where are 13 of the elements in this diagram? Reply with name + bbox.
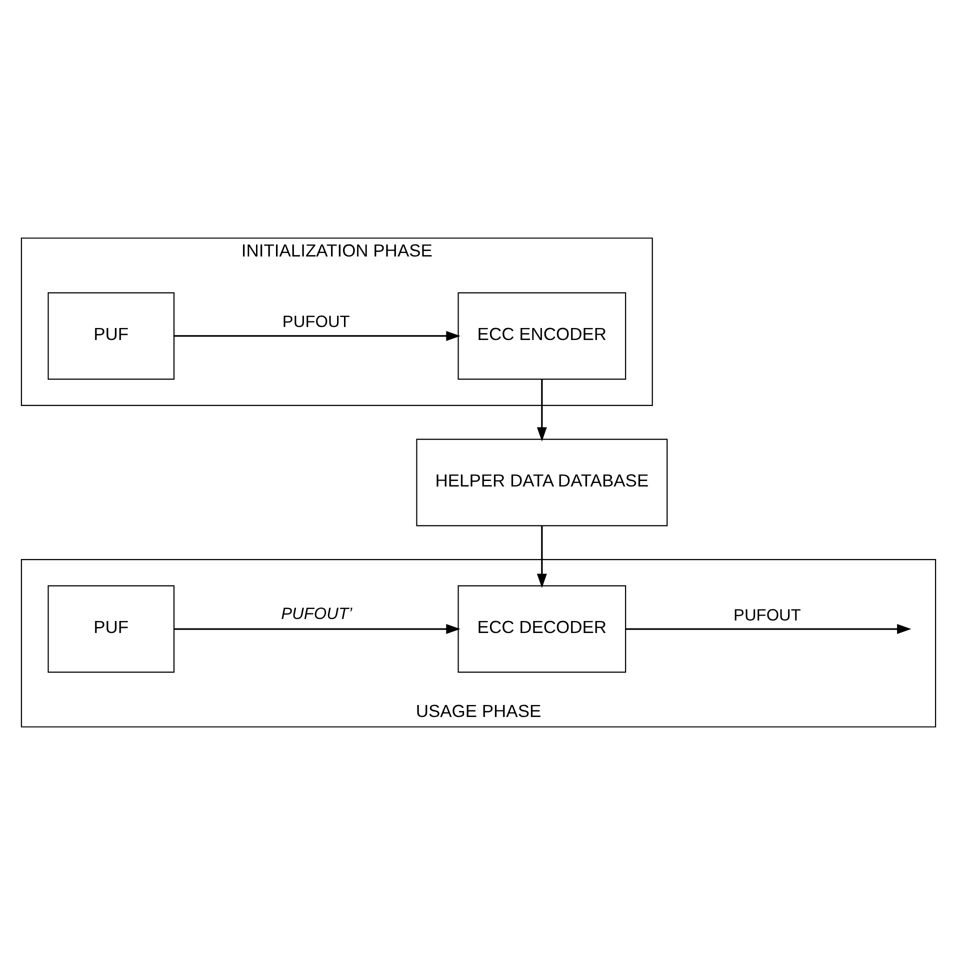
node-box: PUF <box>48 292 175 380</box>
edge-label: PUFOUT <box>282 313 350 332</box>
node-box: ECC DECODER <box>458 585 626 673</box>
arrow <box>536 526 547 588</box>
edge-label: PUFOUT’ <box>281 605 352 624</box>
edge-label: PUFOUT <box>734 606 801 624</box>
node-box: ECC ENCODER <box>458 292 626 380</box>
arrow <box>174 624 460 634</box>
node-box: HELPER DATA DATABASE <box>416 438 668 526</box>
arrow <box>174 331 460 341</box>
arrow <box>626 624 912 634</box>
arrow <box>536 379 547 442</box>
node-box: PUF <box>48 585 175 673</box>
